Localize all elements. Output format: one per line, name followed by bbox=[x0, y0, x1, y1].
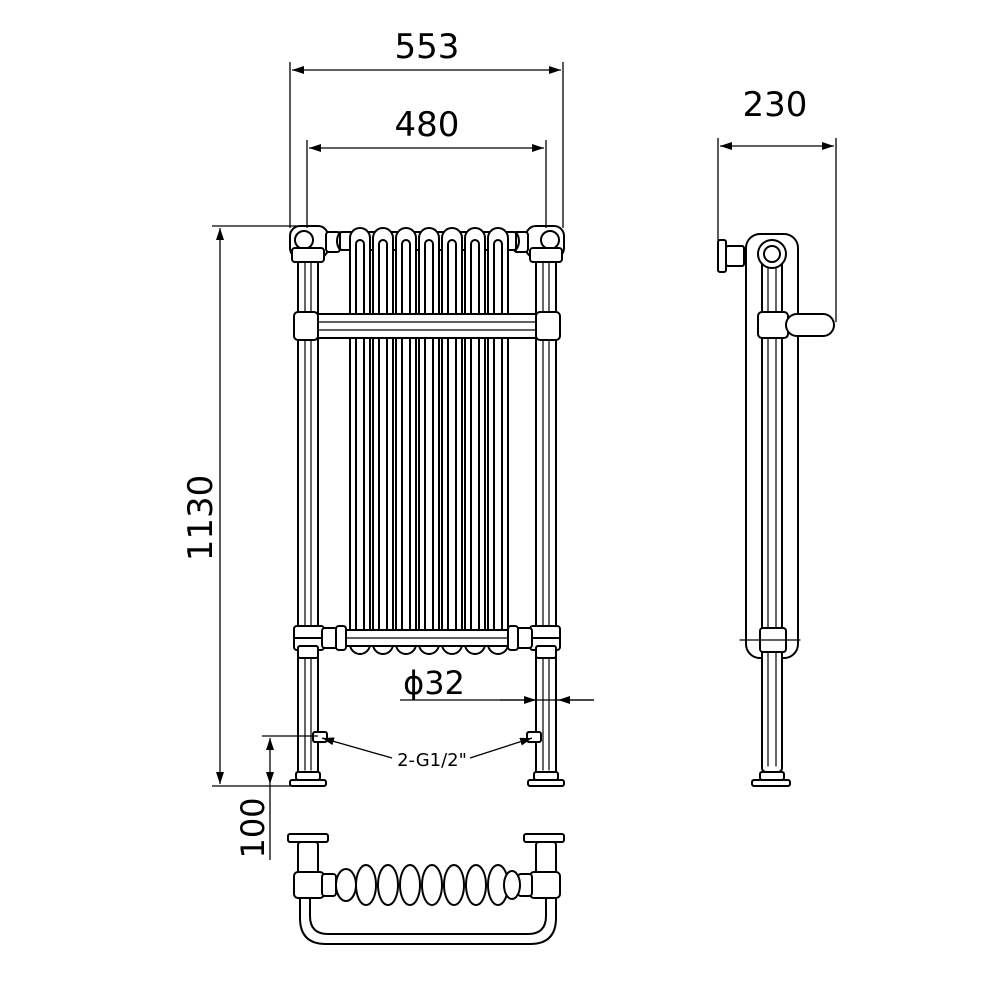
leader-left-inlet bbox=[321, 737, 393, 759]
wall-bracket-top bbox=[717, 239, 787, 273]
column-4 bbox=[418, 227, 440, 655]
dim-depth: 230 bbox=[743, 85, 808, 125]
dim-overall-width: 553 bbox=[395, 27, 460, 67]
right-top-elbow bbox=[513, 225, 565, 263]
right-bottom-fitting bbox=[507, 625, 561, 651]
left-top-elbow bbox=[289, 225, 341, 263]
column-3 bbox=[395, 227, 417, 655]
left-valve-nut bbox=[297, 645, 319, 659]
right-valve-nut bbox=[535, 645, 557, 659]
towel-rail bbox=[293, 311, 561, 341]
dim-floor-clearance: 100 bbox=[234, 797, 272, 858]
dim-centre-width: 480 bbox=[395, 105, 460, 145]
column-5 bbox=[441, 227, 463, 655]
radiator-columns bbox=[349, 227, 509, 655]
left-foot bbox=[289, 771, 327, 787]
front-view bbox=[289, 225, 565, 787]
plan-columns bbox=[335, 864, 521, 906]
column-1 bbox=[349, 227, 371, 655]
side-view bbox=[717, 233, 835, 787]
dim-connections: 2-G1/2" bbox=[397, 750, 467, 771]
side-foot bbox=[759, 771, 785, 781]
right-foot bbox=[527, 771, 565, 787]
left-bottom-fitting bbox=[293, 625, 347, 651]
left-inlet bbox=[312, 731, 328, 743]
dim-pipe-diameter: ϕ32 bbox=[403, 664, 465, 702]
column-7 bbox=[487, 227, 509, 655]
right-inlet bbox=[526, 731, 542, 743]
plan-view bbox=[287, 833, 565, 945]
bottom-header bbox=[325, 629, 529, 647]
column-6 bbox=[464, 227, 486, 655]
towel-rail-side bbox=[757, 311, 835, 339]
column-2 bbox=[372, 227, 394, 655]
leader-right-inlet bbox=[469, 737, 533, 759]
dim-height: 1130 bbox=[181, 475, 221, 562]
